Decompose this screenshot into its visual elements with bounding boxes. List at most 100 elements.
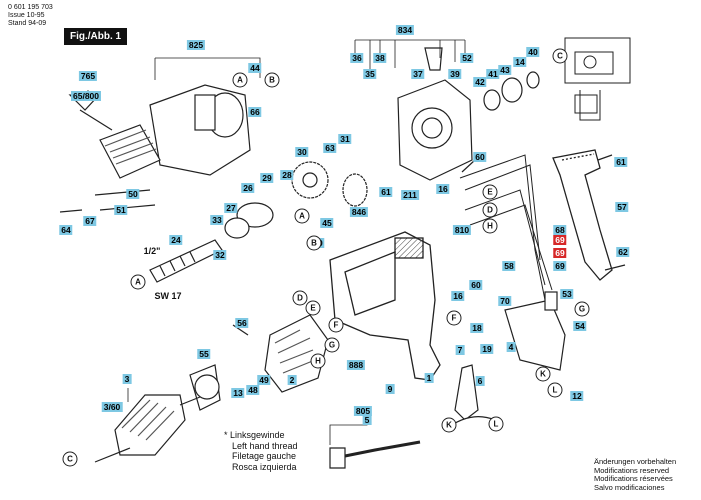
part-label-765: 765 <box>78 71 98 81</box>
part-label-50: 50 <box>126 189 140 199</box>
part-label-51: 51 <box>114 205 128 215</box>
part-label-5: 5 <box>362 415 372 425</box>
note-star: * <box>224 430 228 440</box>
brush-holder-drawing <box>189 364 221 411</box>
issue-line: Issue 10-95 <box>8 12 45 19</box>
part-label-61: 61 <box>379 187 393 197</box>
doc-number: 0 601 195 703 <box>8 4 53 11</box>
part-label-211: 211 <box>401 190 419 200</box>
part-label-888: 888 <box>346 360 366 370</box>
gear-housing-drawing <box>149 84 251 176</box>
part-label-7: 7 <box>455 345 465 355</box>
part-label-825: 825 <box>186 40 206 50</box>
part-label-58: 58 <box>502 261 516 271</box>
armature-drawing <box>94 394 201 463</box>
part-label-30: 30 <box>295 147 309 157</box>
circle-letter-h: H <box>310 353 326 369</box>
circle-letter-k: K <box>441 417 457 433</box>
circle-letter-f: F <box>446 310 462 326</box>
part-label-41: 41 <box>486 69 500 79</box>
circle-letter-c: C <box>62 451 78 467</box>
part-label-38: 38 <box>373 53 387 63</box>
part-label-2: 2 <box>287 375 297 385</box>
part-label-65-800: 65/800 <box>71 91 101 101</box>
part-label-6: 6 <box>475 376 485 386</box>
part-label-54: 54 <box>573 321 587 331</box>
cord-guard-drawing <box>444 364 496 431</box>
part-label-45: 45 <box>320 218 334 228</box>
part-label-4: 4 <box>506 342 516 352</box>
circle-letter-d: D <box>292 290 308 306</box>
part-label-64: 64 <box>59 225 73 235</box>
circle-letter-a: A <box>294 208 310 224</box>
thread-size-label: 1/2" <box>143 246 161 256</box>
part-label-53: 53 <box>560 289 574 299</box>
part-label-69: 69 <box>553 235 567 245</box>
mod-line-en: Modifications reserved <box>594 465 670 475</box>
motor-housing-drawing <box>329 231 441 381</box>
part-label-67: 67 <box>83 216 97 226</box>
part-label-56: 56 <box>235 318 249 328</box>
part-label-68: 68 <box>553 225 567 235</box>
part-label-24: 24 <box>169 235 183 245</box>
mod-line-es: Salvo modificaciones <box>594 482 665 492</box>
thread-note: * Linksgewinde Left hand thread Filetage… <box>224 430 298 472</box>
note-line-fr: Filetage gauche <box>232 451 297 461</box>
part-label-810: 810 <box>452 225 472 235</box>
circle-letter-f: F <box>328 317 344 333</box>
circuit-schematic <box>564 37 631 121</box>
part-label-44: 44 <box>248 63 262 73</box>
part-label-846: 846 <box>349 207 369 217</box>
part-label-57: 57 <box>615 202 629 212</box>
rear-handle-drawing <box>552 149 613 281</box>
spindle-drawing <box>149 239 223 283</box>
part-label-9: 9 <box>385 384 395 394</box>
part-label-60: 60 <box>473 152 487 162</box>
part-label-52: 52 <box>460 53 474 63</box>
note-line-es: Rosca izquierda <box>232 461 297 472</box>
circle-letter-h: H <box>482 218 498 234</box>
bearings-drawing <box>483 71 540 111</box>
part-label-28: 28 <box>280 170 294 180</box>
part-label-19: 19 <box>480 344 494 354</box>
circle-letter-g: G <box>324 337 340 353</box>
part-label-37: 37 <box>411 69 425 79</box>
circle-letter-l: L <box>547 382 563 398</box>
circle-letter-d: D <box>482 202 498 218</box>
part-label-18: 18 <box>470 323 484 333</box>
part-label-63: 63 <box>323 143 337 153</box>
note-line-en: Left hand thread <box>232 440 298 451</box>
part-label-35: 35 <box>363 69 377 79</box>
part-label-26: 26 <box>241 183 255 193</box>
part-label-69: 69 <box>553 248 567 258</box>
circle-letter-k: K <box>535 366 551 382</box>
part-label-12: 12 <box>570 391 584 401</box>
upper-housing-drawing <box>397 47 473 181</box>
part-label-805: 805 <box>353 406 373 416</box>
cable-drawing <box>329 440 421 469</box>
note-line-de: Linksgewinde <box>230 430 285 440</box>
stator-drawing <box>264 314 329 393</box>
circle-letter-a: A <box>130 274 146 290</box>
circle-letter-e: E <box>305 300 321 316</box>
part-label-55: 55 <box>197 349 211 359</box>
part-label-16: 16 <box>451 291 465 301</box>
circle-letter-e: E <box>482 184 498 200</box>
circle-letter-b: B <box>306 235 322 251</box>
part-label-834: 834 <box>395 25 415 35</box>
part-label-49: 49 <box>257 375 271 385</box>
part-label-39: 39 <box>448 69 462 79</box>
part-label-42: 42 <box>473 77 487 87</box>
part-label-66: 66 <box>248 107 262 117</box>
part-label-27: 27 <box>224 203 238 213</box>
circle-letter-b: B <box>264 72 280 88</box>
part-label-60: 60 <box>469 280 483 290</box>
part-label-69: 69 <box>553 261 567 271</box>
mod-line-fr: Modifications réservées <box>594 474 673 484</box>
circle-letter-c: C <box>552 48 568 64</box>
stand-line: Stand 94-09 <box>8 20 47 27</box>
modifications-notice: Änderungen vorbehalten Modifications res… <box>594 457 676 492</box>
part-label-1: 1 <box>424 373 434 383</box>
circle-letter-a: A <box>232 72 248 88</box>
